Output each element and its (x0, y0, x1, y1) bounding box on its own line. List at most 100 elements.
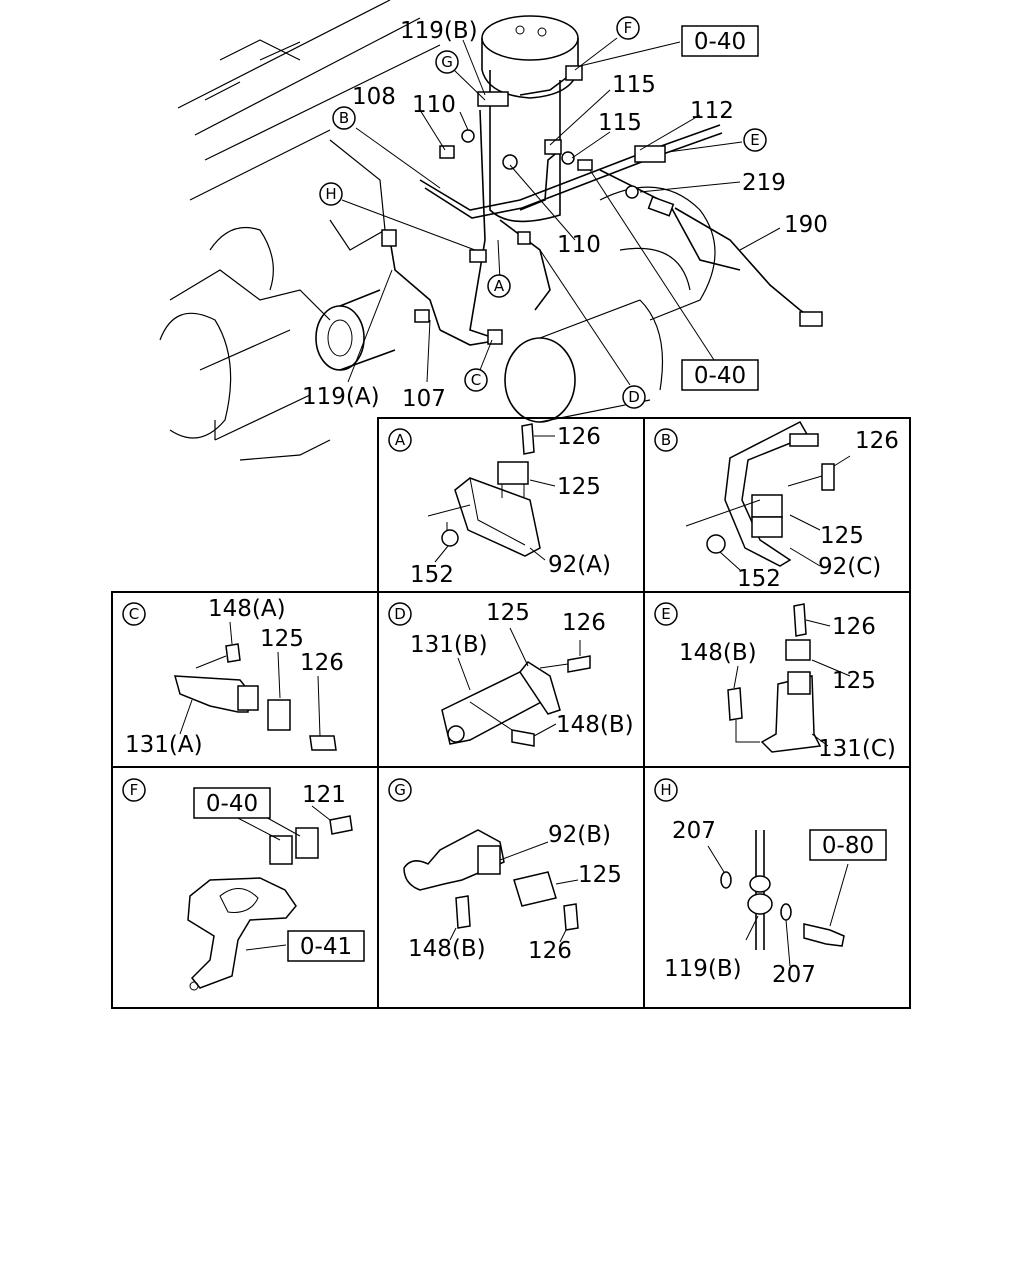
svg-text:H: H (325, 185, 336, 203)
callout-107: 107 (402, 386, 446, 412)
detail-e-131c: 131(C) (818, 736, 896, 762)
svg-text:C: C (129, 605, 139, 623)
detail-h-marker: H (654, 778, 678, 802)
main-callouts: 119(B) 108 110 115 115 112 219 190 110 1… (302, 18, 828, 412)
detail-g-126: 126 (528, 938, 572, 964)
marker-a: A (487, 274, 511, 298)
detail-f-121: 121 (302, 782, 346, 808)
svg-text:F: F (130, 781, 139, 799)
detail-b: B 126 125 152 92(C) (654, 421, 899, 592)
detail-g-125: 125 (578, 862, 622, 888)
detail-d-148b: 148(B) (556, 712, 634, 738)
svg-text:D: D (628, 388, 640, 406)
marker-g: G (435, 50, 459, 74)
svg-text:E: E (661, 605, 670, 623)
detail-e-125: 125 (832, 668, 876, 694)
callout-110-top: 110 (412, 92, 456, 118)
ref-box-0-40-top: 0-40 (681, 25, 759, 57)
svg-text:A: A (395, 431, 406, 449)
small-fittings (381, 65, 823, 345)
detail-d-126: 126 (562, 610, 606, 636)
svg-text:B: B (339, 109, 349, 127)
main-reference-boxes: 0-40 0-40 (681, 25, 759, 391)
callout-119a: 119(A) (302, 384, 380, 410)
detail-e: E 126 148(B) 125 131(C) (654, 602, 896, 762)
marker-b: B (332, 106, 356, 130)
detail-h: H 207 0-80 119(B) 207 (654, 778, 887, 988)
detail-h-207-top: 207 (672, 818, 716, 844)
detail-e-126: 126 (832, 614, 876, 640)
detail-h-119b: 119(B) (664, 956, 742, 982)
fuel-lines (389, 69, 816, 346)
detail-b-marker: B (654, 428, 678, 452)
detail-g: G 92(B) 125 148(B) 126 (388, 778, 622, 964)
detail-g-148b: 148(B) (408, 936, 486, 962)
callout-108: 108 (352, 84, 396, 110)
svg-text:G: G (441, 53, 453, 71)
engine-illustration (159, 0, 823, 461)
fuel-filter (481, 15, 579, 223)
callout-219: 219 (742, 170, 786, 196)
detail-c-131a: 131(A) (125, 732, 203, 758)
marker-d: D (622, 385, 646, 409)
detail-c-148a: 148(A) (208, 596, 286, 622)
detail-a-152: 152 (410, 562, 454, 588)
detail-d-marker: D (388, 602, 412, 626)
detail-g-92b: 92(B) (548, 822, 611, 848)
callout-112: 112 (690, 98, 734, 124)
detail-f: F 0-40 121 0-41 (122, 778, 365, 991)
svg-text:F: F (624, 19, 633, 37)
detail-grid (111, 417, 911, 1009)
marker-e: E (743, 128, 767, 152)
detail-b-126: 126 (855, 428, 899, 454)
svg-text:0-40: 0-40 (206, 791, 258, 817)
svg-text:D: D (394, 605, 406, 623)
detail-a-126: 126 (557, 424, 601, 450)
callout-115-lower: 115 (598, 110, 642, 136)
svg-text:0-80: 0-80 (822, 833, 874, 859)
detail-b-125: 125 (820, 523, 864, 549)
detail-b-92c: 92(C) (818, 554, 881, 580)
outlet-pipe (315, 289, 396, 371)
detail-d-131b: 131(B) (410, 632, 488, 658)
svg-text:A: A (494, 277, 505, 295)
ref-box-f-0-40: 0-40 (193, 787, 271, 819)
detail-a-92a: 92(A) (548, 552, 611, 578)
callout-119b: 119(B) (400, 18, 478, 44)
detail-a: A 126 125 152 92(A) (388, 423, 611, 588)
svg-text:B: B (661, 431, 671, 449)
detail-d: D 125 126 131(B) 148(B) (388, 600, 634, 747)
svg-text:C: C (471, 371, 481, 389)
detail-b-152: 152 (737, 566, 781, 592)
detail-g-marker: G (388, 778, 412, 802)
marker-c: C (464, 368, 488, 392)
detail-c-marker: C (122, 602, 146, 626)
callout-110-mid: 110 (557, 232, 601, 258)
detail-c: C 148(A) 125 126 131(A) (122, 596, 344, 758)
detail-a-125: 125 (557, 474, 601, 500)
svg-text:0-41: 0-41 (300, 934, 352, 960)
main-circle-markers: F G B H E A C D (319, 16, 767, 409)
ref-box-f-0-41: 0-41 (287, 930, 365, 962)
svg-text:0-40: 0-40 (694, 29, 746, 55)
detail-d-125: 125 (486, 600, 530, 626)
main-leader-lines (341, 37, 781, 386)
detail-a-marker: A (388, 428, 412, 452)
svg-text:G: G (394, 781, 406, 799)
ref-box-h-0-80: 0-80 (809, 829, 887, 861)
marker-f: F (616, 16, 640, 40)
detail-e-148b: 148(B) (679, 640, 757, 666)
detail-h-207-bottom: 207 (772, 962, 816, 988)
callout-190: 190 (784, 212, 828, 238)
detail-f-marker: F (122, 778, 146, 802)
callout-115-top: 115 (612, 72, 656, 98)
svg-text:0-40: 0-40 (694, 363, 746, 389)
detail-c-126: 126 (300, 650, 344, 676)
detail-c-125: 125 (260, 626, 304, 652)
svg-text:E: E (750, 131, 759, 149)
svg-text:H: H (660, 781, 671, 799)
detail-e-marker: E (654, 602, 678, 626)
marker-h: H (319, 182, 343, 206)
ref-box-0-40-bottom: 0-40 (681, 359, 759, 391)
